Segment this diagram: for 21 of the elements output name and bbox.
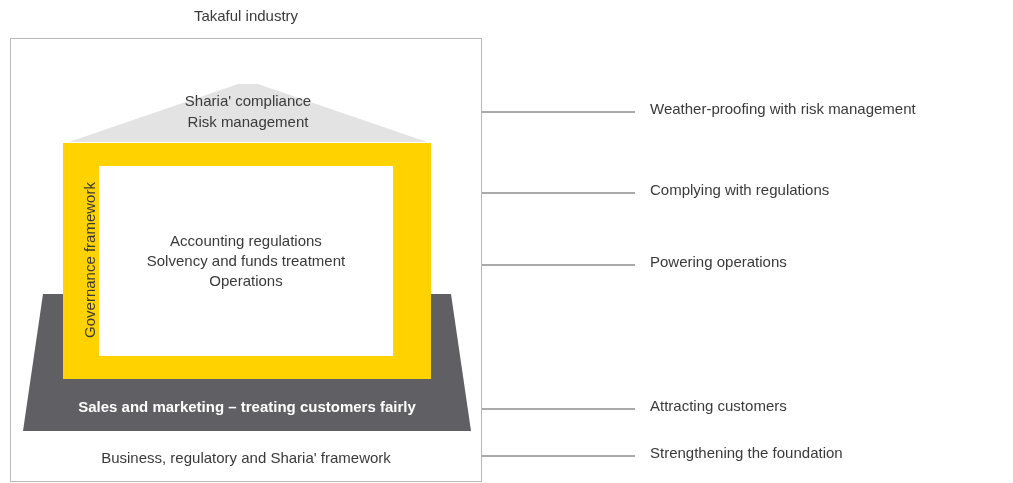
- roof-text: Risk management: [186, 113, 310, 130]
- content-text: Solvency and funds treatment: [145, 252, 347, 269]
- roof-text: Sharia' compliance: [183, 92, 313, 109]
- leader-line: [481, 111, 636, 113]
- wall-frame: [63, 143, 431, 379]
- callout-text: Strengthening the foundation: [650, 444, 843, 461]
- content-box: [99, 166, 393, 356]
- callout-text: Complying with regulations: [650, 181, 830, 198]
- callout-text: Attracting customers: [650, 397, 787, 414]
- callout-text: Weather-proofing with risk management: [650, 100, 916, 117]
- leader-line: [481, 192, 636, 194]
- callout-text: Powering operations: [650, 253, 787, 270]
- content-text: Accounting regulations: [169, 232, 323, 249]
- leader-line: [481, 455, 636, 457]
- base-text: Business, regulatory and Sharia' framework: [100, 449, 392, 466]
- leader-line: [481, 408, 636, 410]
- leader-line: [481, 264, 636, 266]
- content-text: Operations: [208, 272, 284, 289]
- heading-text: Takaful industry: [192, 7, 300, 24]
- foundation-text: Sales and marketing – treating customers fairly: [77, 398, 417, 415]
- vertical-text: Governance framework: [81, 181, 98, 340]
